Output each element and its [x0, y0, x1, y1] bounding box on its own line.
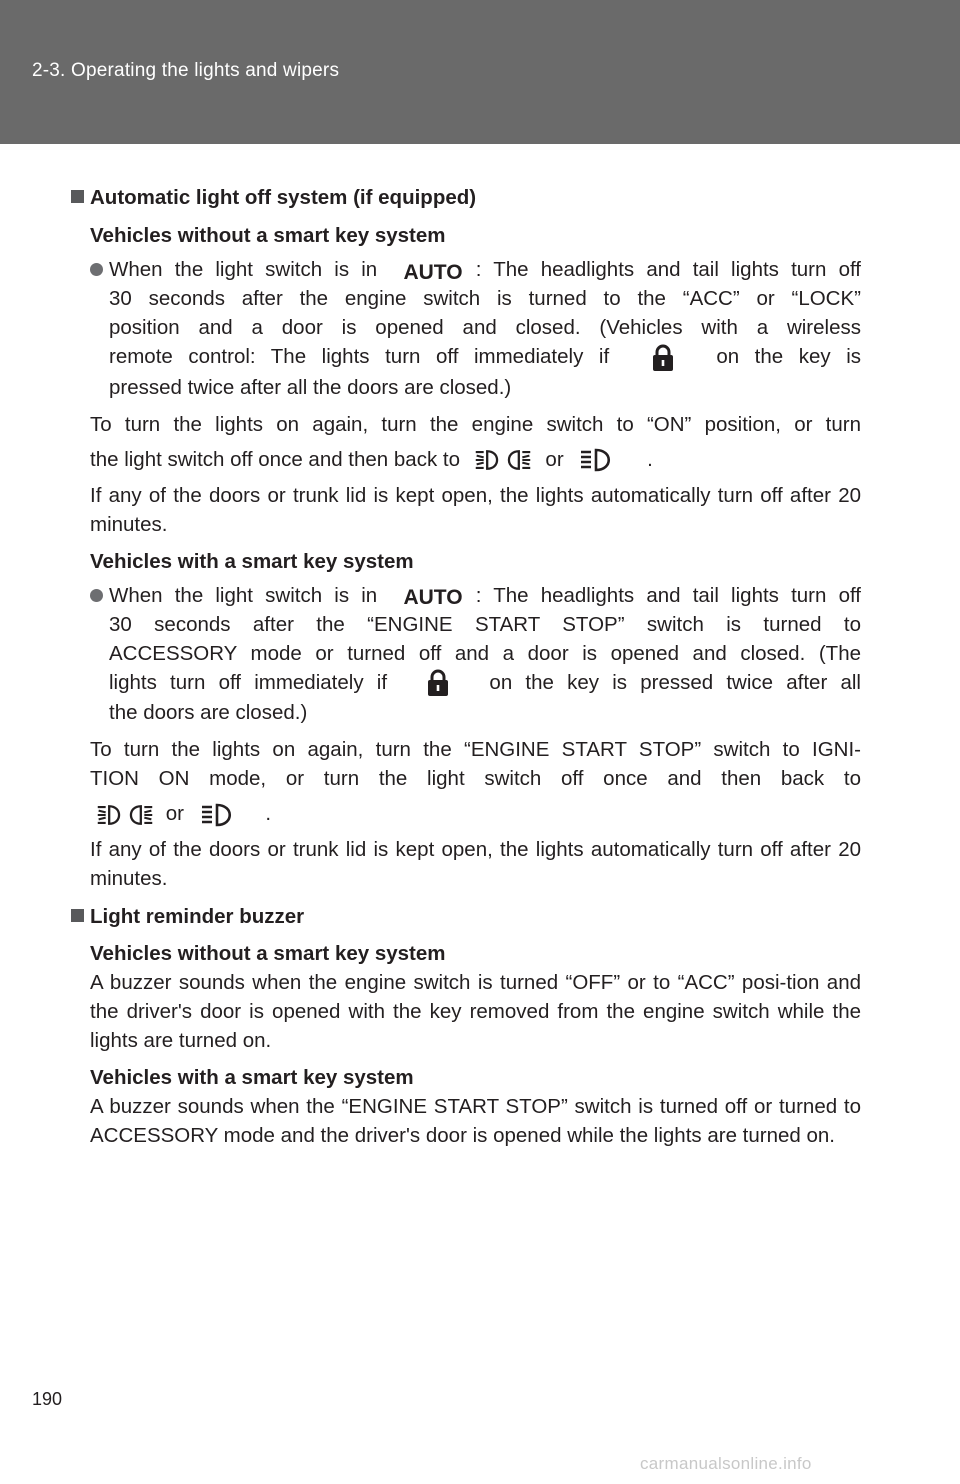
svg-text:AUTO: AUTO — [403, 586, 462, 609]
turn-on-again-smart: To turn the lights on again, turn the “E… — [90, 738, 861, 891]
page-header: 2-3. Operating the lights and wipers — [0, 0, 960, 144]
lock-icon — [651, 343, 675, 373]
auto-icon: AUTO — [402, 258, 464, 284]
auto-icon: AUTO — [402, 583, 464, 609]
heading-buzzer: Light reminder buzzer — [71, 902, 861, 931]
round-bullet-icon — [90, 588, 103, 602]
buzzer-smart-key: Vehicles with a smart key system A buzze… — [90, 1066, 861, 1148]
headlight-icon — [96, 802, 154, 828]
tail-light-icon — [579, 446, 619, 474]
square-bullet-icon — [71, 909, 84, 923]
buzzer-no-smart-key: Vehicles without a smart key system A bu… — [90, 942, 861, 1053]
bullet-smart-key: When the light switch is in AUTO : The h… — [71, 581, 861, 728]
bullet-no-smart-key: When the light switch is in AUTO : The h… — [71, 255, 861, 402]
subheading-smart-key: Vehicles with a smart key system — [90, 549, 414, 573]
subheading-no-smart-key: Vehicles without a smart key system — [90, 224, 446, 247]
footer-watermark: carmanualsonline.info — [640, 1454, 812, 1473]
turn-on-again-no-smart: To turn the lights on again, turn the en… — [90, 412, 861, 536]
tail-light-icon — [200, 801, 240, 829]
page-number: 190 — [32, 1389, 63, 1409]
section-title: 2-3. Operating the lights and wipers — [32, 60, 340, 81]
round-bullet-icon — [90, 263, 103, 276]
svg-text:AUTO: AUTO — [403, 261, 462, 284]
lock-icon — [426, 668, 450, 698]
page-content: Automatic light off system (if equipped)… — [71, 183, 861, 1150]
square-bullet-icon — [71, 190, 84, 203]
headlight-icon — [474, 447, 532, 473]
heading-auto-off: Automatic light off system (if equipped) — [71, 183, 861, 212]
